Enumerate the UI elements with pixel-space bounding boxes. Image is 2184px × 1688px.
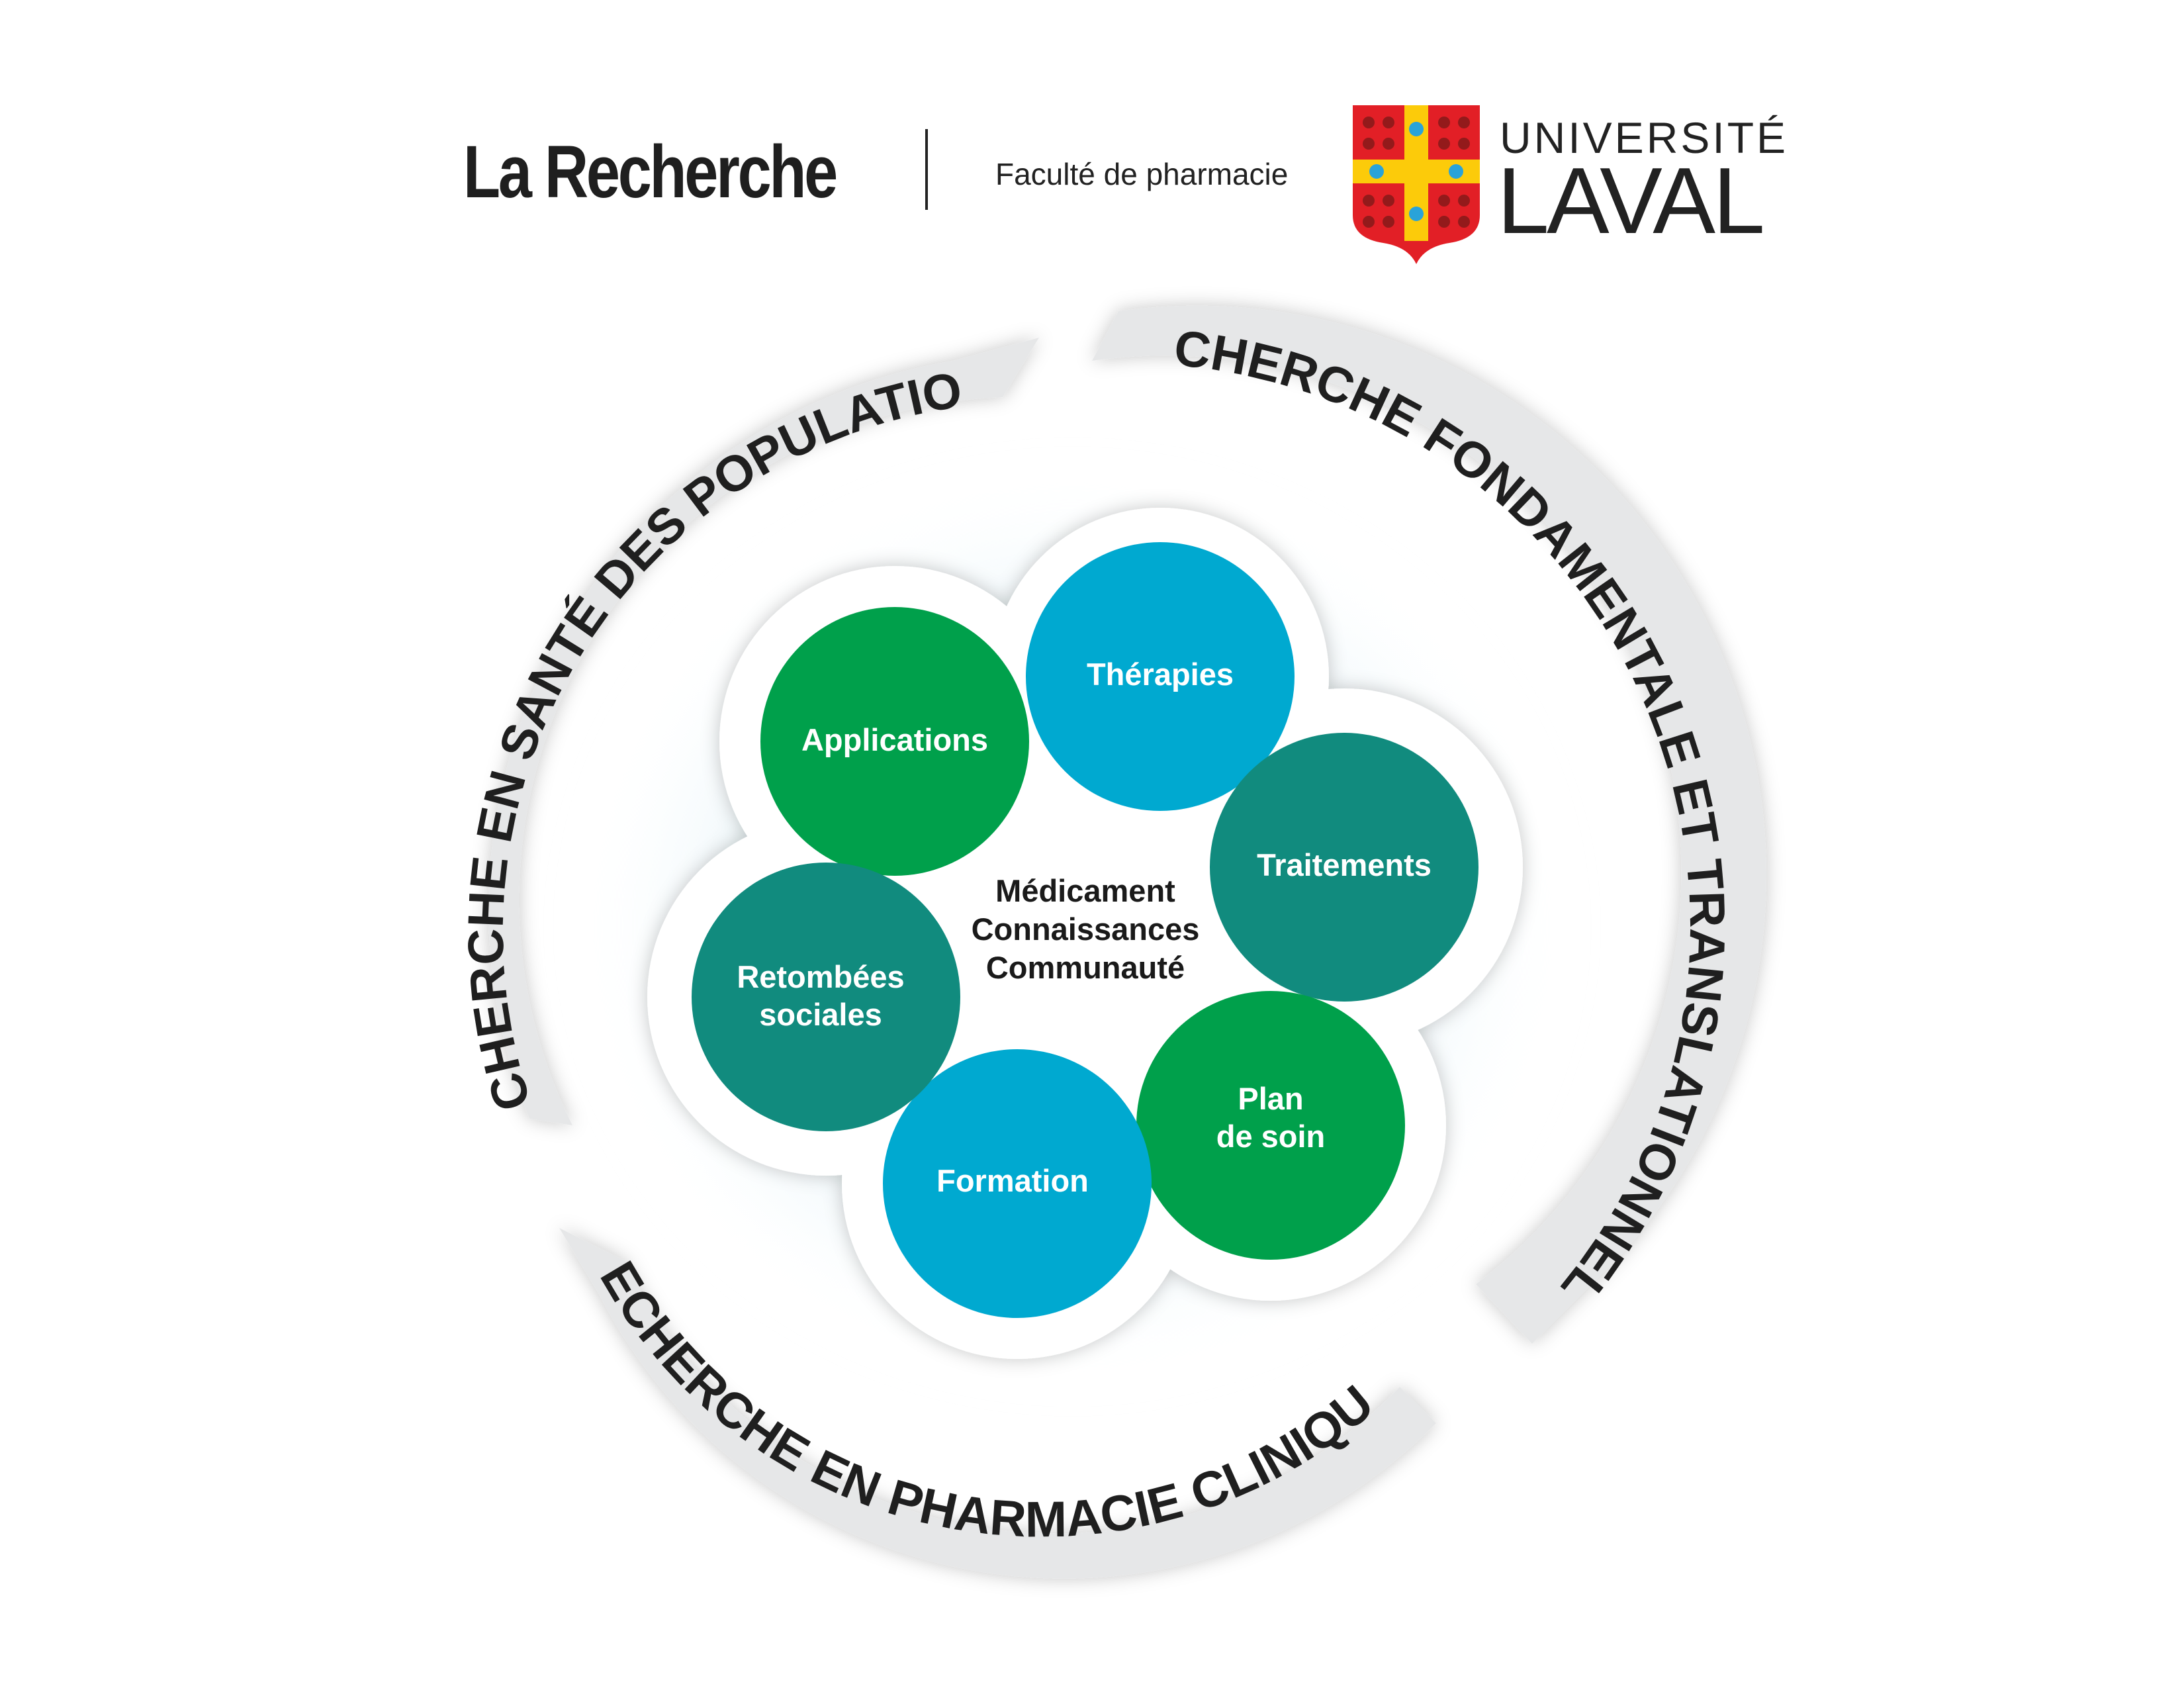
circle-retombees-sociales: [692, 863, 960, 1131]
label-retombees: Retombées: [737, 959, 904, 994]
label-formation: Formation: [936, 1163, 1089, 1198]
circle-formation: [883, 1049, 1152, 1318]
label-sociales: sociales: [759, 997, 882, 1032]
circle-therapies: [1026, 542, 1295, 811]
header-divider: [925, 129, 928, 210]
center-communaute: Communauté: [986, 950, 1185, 985]
arc-bottom-pharmacie-clinique: [559, 1228, 1436, 1579]
page-title: La Recherche: [463, 130, 838, 213]
center-connaissances: Connaissances: [972, 912, 1200, 947]
arc-right-fondamentale: [1092, 305, 1766, 1344]
label-therapies: Thérapies: [1087, 657, 1234, 692]
circle-traitements: [1210, 733, 1479, 1002]
circle-plan-de-soin: [1136, 991, 1405, 1260]
logo-wordmark-line2: LAVAL: [1497, 148, 1765, 254]
center-medicament: Médicament: [995, 873, 1175, 908]
faculty-name: Faculté de pharmacie: [995, 157, 1289, 191]
label-plan: Plan: [1238, 1081, 1303, 1116]
label-applications: Applications: [801, 722, 988, 757]
label-traitements: Traitements: [1257, 847, 1432, 882]
university-shield-logo: [1353, 105, 1480, 264]
label-de-soin: de soin: [1216, 1119, 1326, 1154]
circle-applications: [760, 607, 1029, 876]
logo-wordmark-line1: UNIVERSITÉ: [1500, 113, 1789, 162]
